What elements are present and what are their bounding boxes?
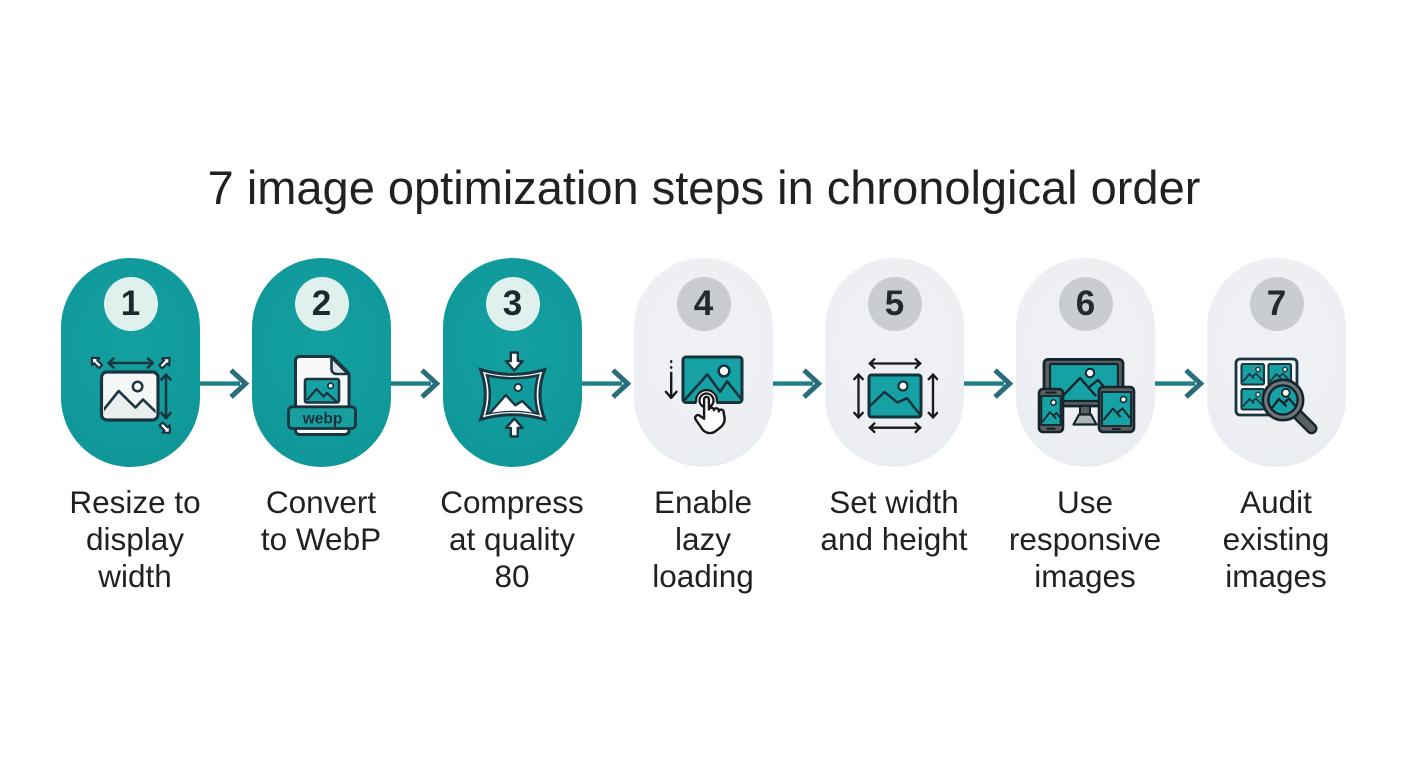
svg-text:webp: webp: [302, 411, 343, 428]
